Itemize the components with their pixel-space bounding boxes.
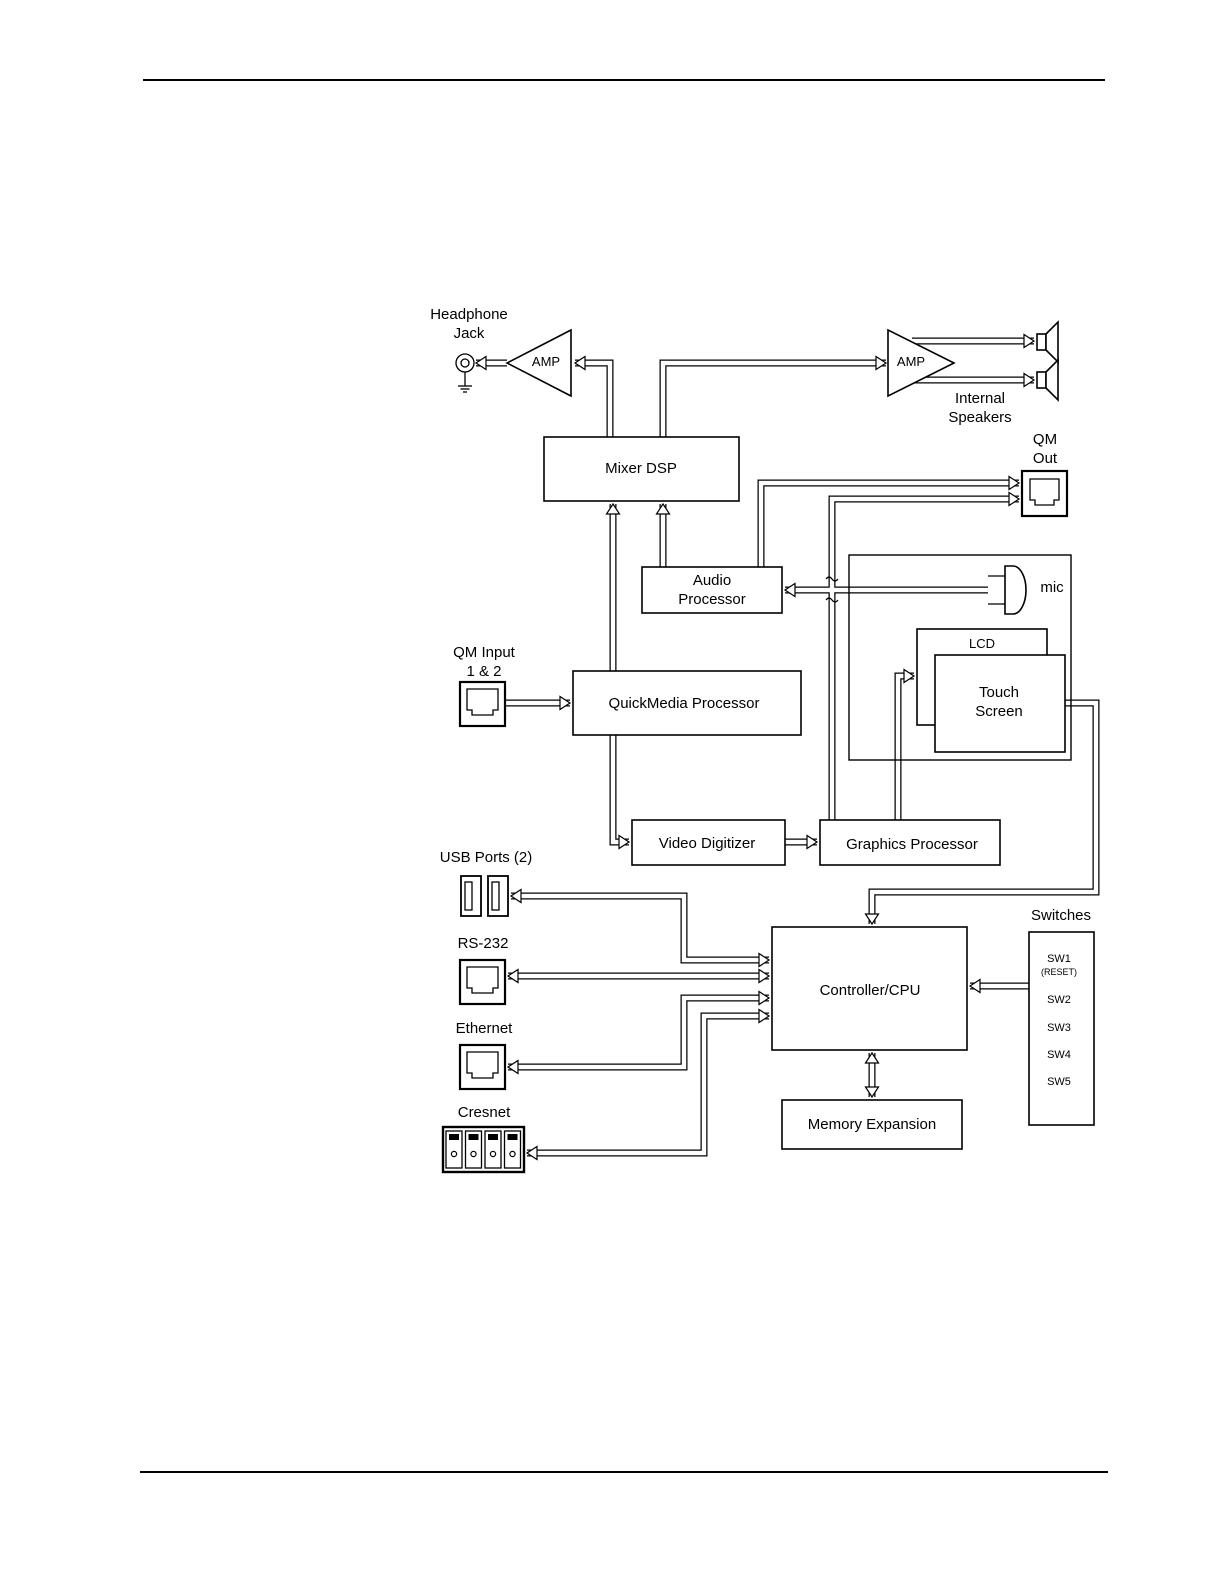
bus-graphics-to-lcd [898, 676, 914, 820]
headphone-jack-label-2: Jack [454, 325, 485, 342]
touch-screen-label-2: Screen [975, 703, 1023, 720]
bus-graphics-to-lcd-arrowhead [904, 670, 914, 683]
switch-sw5-label: SW5 [1047, 1076, 1071, 1088]
bus-ethernet-controller-arrowhead [759, 992, 769, 1005]
headphone-jack-icon [456, 354, 474, 392]
audio-processor-label-1: Audio [693, 572, 731, 589]
speaker-icon [1037, 360, 1058, 400]
bus-amp-to-speaker-top-arrowhead [1024, 335, 1034, 348]
internal-speakers-label-2: Speakers [948, 409, 1011, 426]
lcd-label: LCD [969, 636, 995, 651]
bus-rs232-controller-arrowhead [759, 970, 769, 983]
touch-screen-label-1: Touch [979, 684, 1019, 701]
headphone-amp-label: AMP [532, 354, 560, 369]
rs232-label: RS-232 [458, 935, 509, 952]
qm-input-label-2: 1 & 2 [466, 663, 501, 680]
bus-audio-to-qm-out-arrowhead [1009, 477, 1019, 490]
cresnet-label: Cresnet [458, 1104, 511, 1121]
video-digitizer-label: Video Digitizer [659, 835, 755, 852]
usb-port-icon [461, 876, 481, 916]
usb-ports-label: USB Ports (2) [440, 849, 533, 866]
rs232-port-icon [460, 960, 505, 1004]
rj45-port-icon [460, 682, 505, 726]
switch-sw1-label: SW1 [1047, 953, 1071, 965]
bus-controller-memory-arrowhead [866, 1087, 879, 1097]
ethernet-label: Ethernet [456, 1020, 514, 1037]
controller-cpu-label: Controller/CPU [820, 982, 921, 999]
bus-cresnet-controller-arrowhead [527, 1147, 537, 1160]
bus-graphics-to-qm-out-arrowhead [1009, 493, 1019, 506]
bus-audio-to-mixer-arrowhead [657, 504, 670, 514]
bus-ethernet-controller [508, 998, 769, 1067]
bus-mixer-to-speaker-amp-arrowhead [876, 357, 886, 370]
bus-cresnet-controller [527, 1016, 769, 1153]
bus-controller-memory-arrowhead [866, 1053, 879, 1063]
quickmedia-processor-label: QuickMedia Processor [609, 695, 760, 712]
bus-ethernet-controller-arrowhead [508, 1061, 518, 1074]
microphone-icon [988, 566, 1026, 614]
speaker-icon [1037, 322, 1058, 362]
graphics-processor-label: Graphics Processor [846, 836, 978, 853]
bus-cresnet-controller-arrowhead [759, 1010, 769, 1023]
bus-mic-to-audio-processor-arrowhead [785, 584, 795, 597]
mic-label: mic [1040, 579, 1064, 596]
bus-mixer-to-headphone-amp [575, 363, 610, 437]
bus-mixer-to-headphone-amp-arrowhead [575, 357, 585, 370]
headphone-jack-label-1: Headphone [430, 306, 508, 323]
bus-usb-controller-arrowhead [511, 890, 521, 903]
switch-sw3-label: SW3 [1047, 1022, 1071, 1034]
switches-title: Switches [1031, 907, 1091, 924]
qm-out-label-2: Out [1033, 450, 1058, 467]
bus-touch-to-controller-arrowhead [866, 914, 879, 924]
bus-quickmedia-mixer-arrowhead [607, 504, 620, 514]
bus-video-to-graphics-arrowhead [807, 836, 817, 849]
cresnet-connector-icon [443, 1127, 524, 1172]
bus-mixer-to-speaker-amp [663, 363, 886, 437]
bus-qm-input-to-quickmedia-arrowhead [560, 697, 570, 710]
bus-quickmedia-to-video-digitizer [613, 735, 629, 842]
internal-speakers-label-1: Internal [955, 390, 1005, 407]
bus-quickmedia-to-video-digitizer-arrowhead [619, 836, 629, 849]
mixer-dsp-label: Mixer DSP [605, 460, 677, 477]
audio-processor-label-2: Processor [678, 591, 746, 608]
switch-sw4-label: SW4 [1047, 1049, 1071, 1061]
bus-amp-to-headphone-jack-arrowhead [476, 357, 486, 370]
bus-switches-controller-arrowhead [970, 980, 980, 993]
bus-usb-controller [511, 896, 769, 960]
rj45-port-icon [1022, 471, 1067, 516]
memory-expansion-label: Memory Expansion [808, 1116, 936, 1133]
bus-rs232-controller-arrowhead [508, 970, 518, 983]
bus-usb-controller-arrowhead [759, 954, 769, 967]
speaker-amp-label: AMP [897, 354, 925, 369]
ethernet-port-icon [460, 1045, 505, 1089]
switch-sw2-label: SW2 [1047, 994, 1071, 1006]
usb-port-icon [488, 876, 508, 916]
qm-input-label-1: QM Input [453, 644, 516, 661]
bus-amp-to-speaker-bottom-arrowhead [1024, 374, 1034, 387]
qm-out-label-1: QM [1033, 431, 1057, 448]
switch-sw1-reset-label: (RESET) [1041, 967, 1077, 977]
